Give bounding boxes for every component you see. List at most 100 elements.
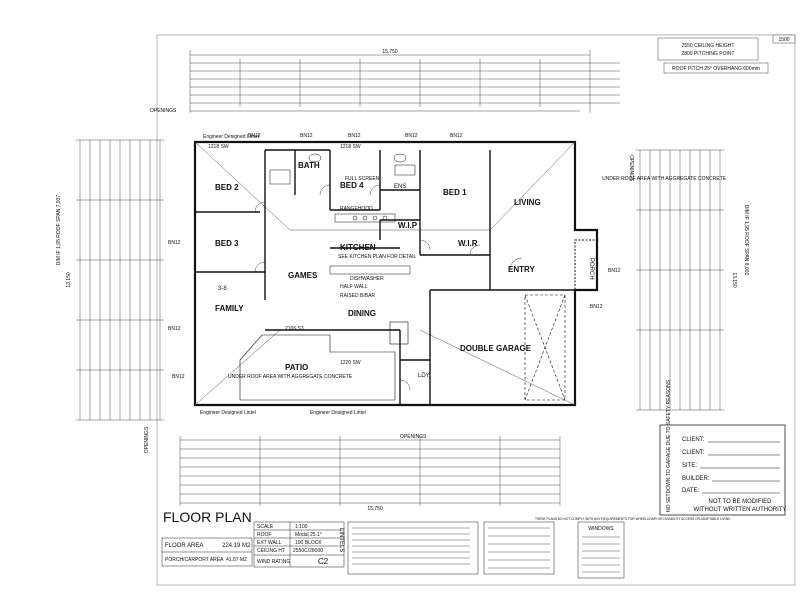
room-kitchen: KITCHEN — [340, 243, 376, 252]
room-ldy: LDY — [418, 373, 430, 379]
compliance-note: THESE PLANS DO NOT COMPLY WITH ANY REQUI… — [535, 517, 731, 521]
openings-label-bottom: OPENINGS — [400, 434, 427, 440]
room-garage: DOUBLE GARAGE — [460, 344, 532, 353]
garage-setdown-note: NO SETDOWN TO GARAGE DUE TO SAFETY REASO… — [666, 379, 672, 512]
ext-wall-value: 190 BLOCK — [295, 540, 322, 546]
building-walls — [193, 140, 599, 407]
builder-label: BUILDER: — [682, 476, 710, 482]
ceiling-value: 2550C/28000 — [293, 548, 323, 554]
scale-value: 1:100 — [295, 524, 308, 530]
porch-area-value: 41.87 M2 — [226, 557, 247, 563]
roof-pitch-note: ROOF PITCH 25° OVERHANG 600mm — [672, 66, 760, 72]
pitching-point-note: 2800 PITCHING POINT — [681, 51, 734, 57]
kitchen-subnote: SEE KITCHEN PLAN FOR DETAIL — [338, 254, 416, 260]
lintel-top-left: Engineer Designed Lintel — [203, 134, 259, 140]
lintels-label: LINTELS — [338, 528, 344, 552]
bn12-tag-2: BN12 — [300, 133, 313, 139]
ext-wall-label: EXT WALL — [257, 540, 282, 546]
plan-notes: Engineer Designed Lintel Engineer Design… — [168, 133, 727, 416]
roof-label: ROOF — [257, 532, 271, 538]
client-label-1: CLIENT: — [682, 437, 705, 443]
client-block: NO SETDOWN TO GARAGE DUE TO SAFETY REASO… — [659, 379, 787, 516]
raised-bar-note: RAISED B/BAR — [340, 293, 375, 299]
room-living: LIVING — [514, 198, 541, 207]
roof-value: Modal 25.1° — [295, 532, 322, 538]
half-wall-note: HALF WALL — [340, 284, 368, 290]
floor-area-label: FLOOR AREA — [165, 543, 203, 549]
left-roof-span-note: DIM IF 1,95 ROOF SPAN 7,937 — [56, 195, 62, 266]
room-dining: DINING — [348, 309, 376, 318]
left-overall-dimension: 13,150 — [66, 272, 72, 288]
patio-roof-note: UNDER ROOF AREA WITH AGGREGATE CONCRETE — [228, 374, 353, 380]
rangehood-note: RANGEHOOD — [340, 206, 373, 212]
room-wir: W.I.R — [458, 239, 478, 248]
lintel-bottom-left: Engineer Designed Lintel — [200, 410, 256, 416]
bn12-tag-9: BN12 — [608, 268, 621, 274]
room-bed3: BED 3 — [215, 239, 239, 248]
window-1220-sw: 1220 SW — [340, 360, 361, 366]
ceiling-height-note: 2550 CEILING HEIGHT — [682, 43, 735, 49]
room-labels: BED 2 BED 3 BED 4 BED 1 BATH ENS W.I.P W… — [215, 161, 594, 379]
roof-note-box — [663, 62, 769, 74]
top-dimensions — [189, 50, 620, 113]
room-bath: BATH — [298, 161, 320, 170]
room-ens: ENS — [394, 184, 406, 190]
openings-label-left: OPENINGS — [144, 426, 150, 453]
window-1218-sw-a: 1218 SW — [208, 144, 229, 150]
top-overall-dimension: 15,750 — [382, 49, 398, 55]
not-modified-note: NOT TO BE MODIFIED — [708, 499, 772, 505]
bn12-tag-7: BN12 — [168, 326, 181, 332]
windows-title: WINDOWS — [588, 526, 614, 532]
written-authority-note: WITHOUT WRITTEN AUTHORITY — [694, 507, 787, 513]
room-bed4: BED 4 — [340, 181, 364, 190]
spec-table — [161, 521, 555, 575]
bottom-dimensions — [179, 436, 561, 506]
window-1218-sw-b: 1218 SW — [340, 144, 361, 150]
client-label-2: CLIENT: — [682, 450, 705, 456]
porch-roof-note: UNDER ROOF AREA WITH AGGREGATE CONCRETE — [602, 176, 727, 182]
sheet-border — [156, 34, 796, 586]
room-patio: PATIO — [285, 363, 308, 372]
games-id-note: 3-8 — [218, 286, 227, 292]
ceiling-label: CEILING HT — [257, 548, 285, 554]
bn12-tag-1: BN12 — [248, 133, 261, 139]
porch-area-label: PORCH/CARPORT AREA — [165, 557, 224, 563]
notes-box — [657, 37, 759, 61]
room-bed1: BED 1 — [443, 188, 467, 197]
dishwasher-note: DISHWASHER — [350, 276, 384, 282]
right-overall-dimension: 13,150 — [731, 272, 737, 288]
window-2106-s3: 2106 S3 — [285, 326, 304, 332]
right-dimensions — [636, 149, 724, 411]
room-games: GAMES — [288, 271, 318, 280]
wind-rating-label: WIND RATING — [257, 559, 290, 565]
bn12-tag-4: BN12 — [405, 133, 418, 139]
windows-legend: WINDOWS — [577, 521, 625, 579]
bn12-tag-6: BN12 — [168, 240, 181, 246]
room-bed2: BED 2 — [215, 183, 239, 192]
page-ref-box — [772, 34, 796, 44]
right-roof-span-note: DIM IF 1,95 ROOF SPAN 8,000 — [743, 205, 749, 276]
lintel-bottom-mid: Engineer Designed Lintel — [310, 410, 366, 416]
bn12-tag-8: BN12 — [172, 374, 185, 380]
scale-label: SCALE — [257, 524, 274, 530]
full-screen-note: FULL SCREEN — [345, 176, 380, 182]
left-dimensions — [76, 139, 164, 421]
page-ref: 1500 — [778, 37, 789, 43]
top-notes: 2550 CEILING HEIGHT 2800 PITCHING POINT … — [657, 37, 769, 74]
room-entry: ENTRY — [508, 265, 535, 274]
site-label: SITE: — [682, 463, 697, 469]
openings-label-top: OPENINGS — [150, 108, 177, 114]
floor-area-value: 224.19 M2 — [222, 543, 251, 549]
lintel-schedule-lines — [352, 527, 550, 569]
bn12-tag-5: BN12 — [450, 133, 463, 139]
room-porch: PORCH — [588, 258, 594, 280]
openings-label-right: OPENINGS — [628, 155, 634, 182]
date-label: DATE: — [682, 488, 700, 494]
bn12-tag-10: BN12 — [590, 304, 603, 310]
room-family: FAMILY — [215, 304, 244, 313]
bn12-tag-3: BN12 — [348, 133, 361, 139]
wind-rating-value: C2 — [318, 557, 329, 566]
room-wip: W.I.P — [398, 221, 418, 230]
floor-plan-title: FLOOR PLAN — [163, 509, 252, 525]
